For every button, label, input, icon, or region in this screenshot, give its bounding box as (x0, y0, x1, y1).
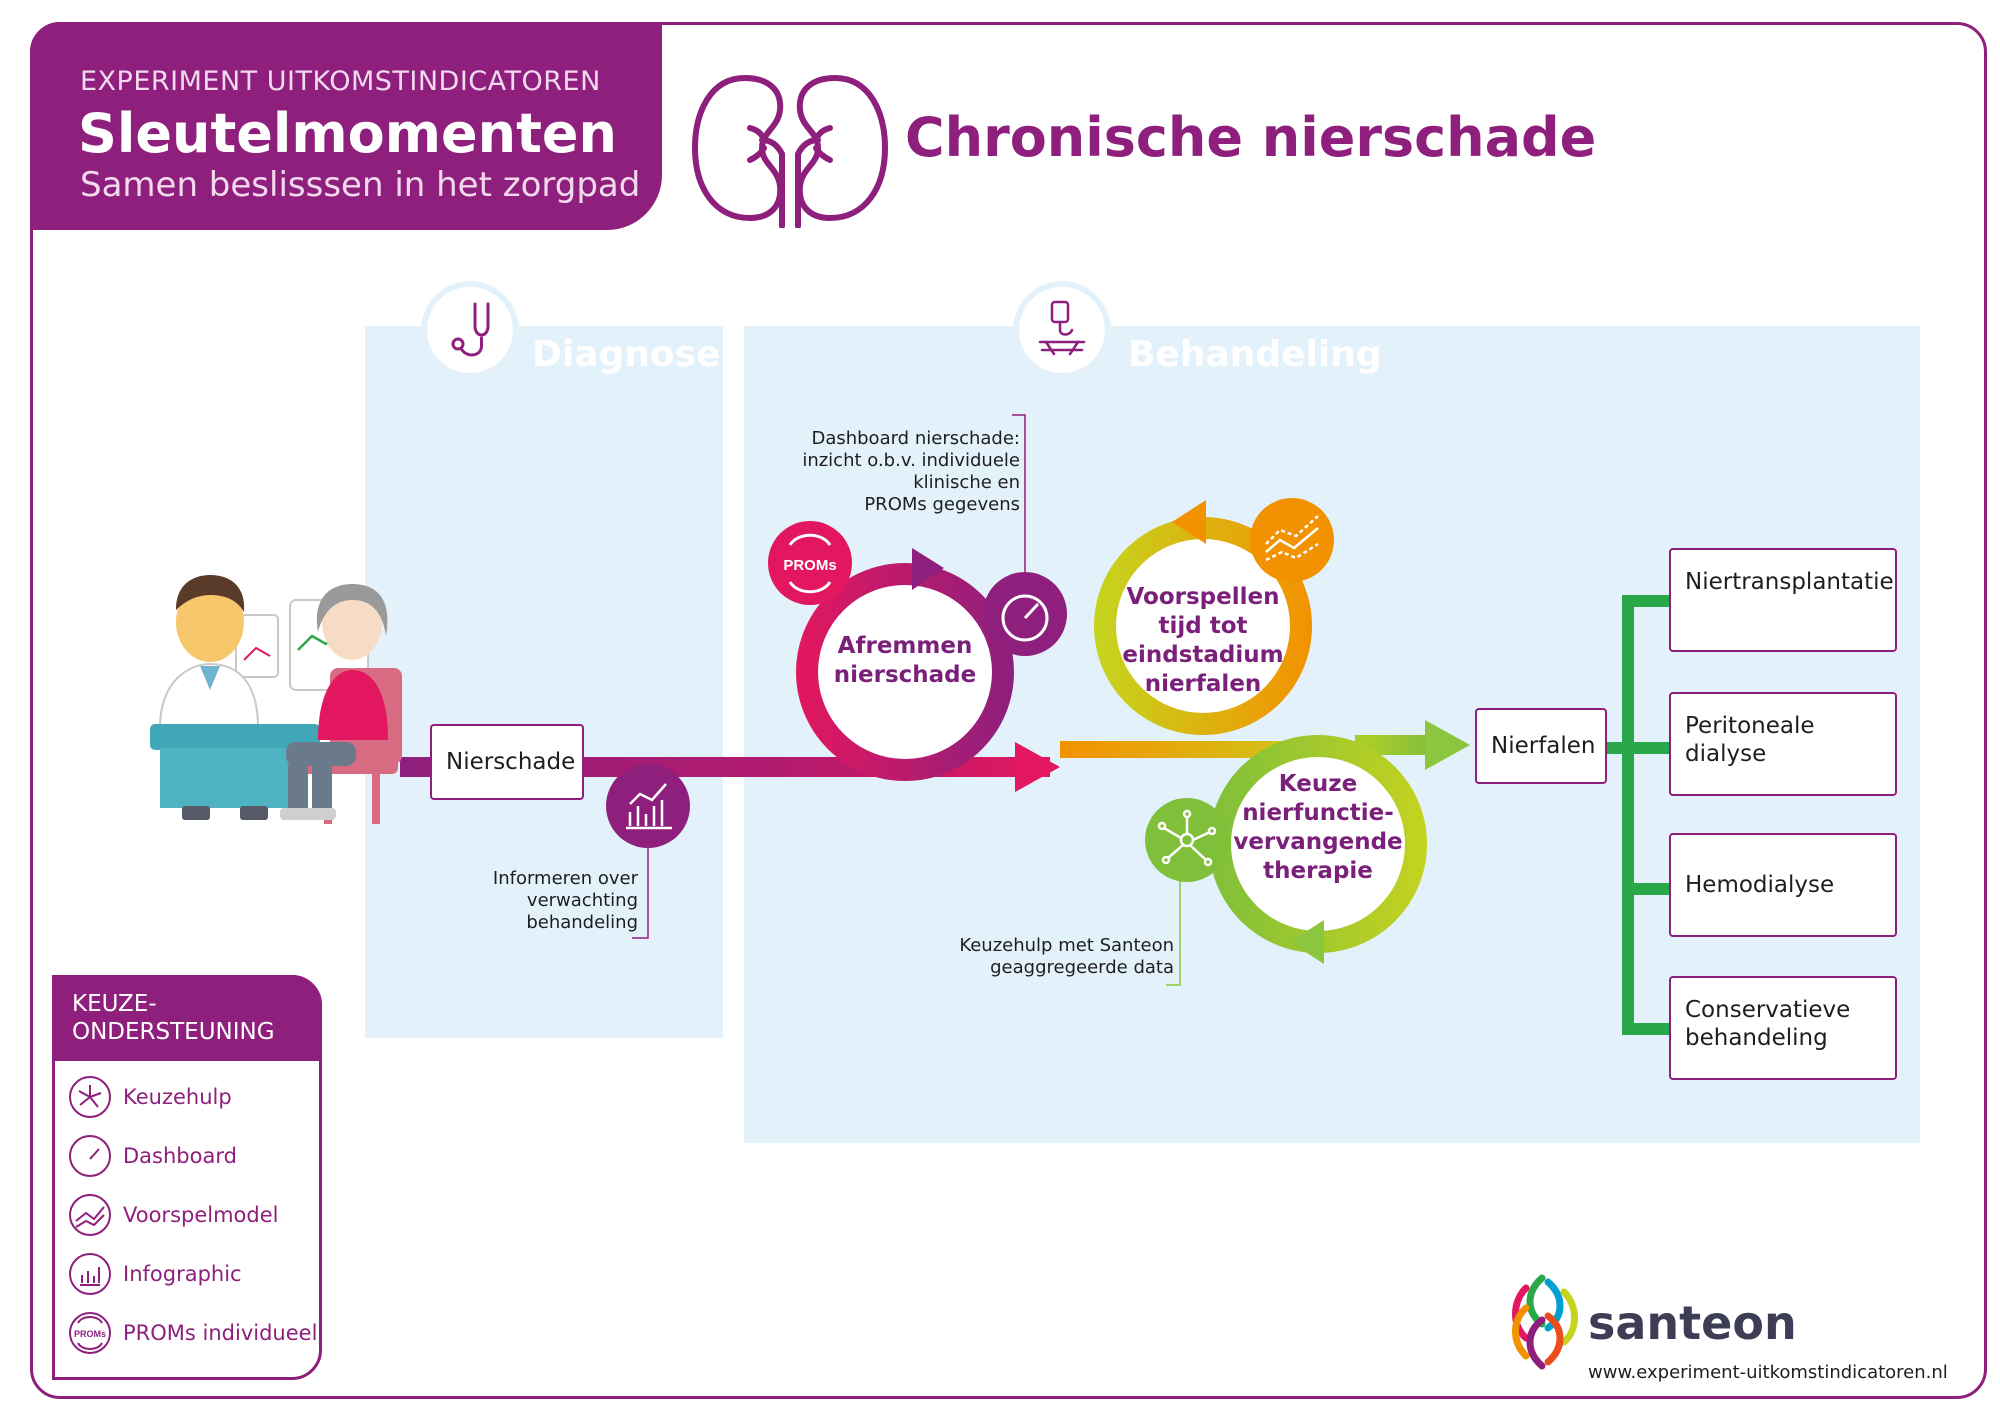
callout-line-dashboard (1012, 414, 1026, 578)
phase-diagnose-area (365, 326, 723, 1038)
brand-name: santeon (1588, 1296, 1797, 1350)
pathway-arrow-green (1425, 720, 1470, 770)
legend-proms-icon (69, 1312, 111, 1354)
header-subtitle: Samen beslisssen in het zorgpad (80, 165, 641, 205)
node-nierschade: Nierschade (430, 724, 584, 800)
brand-url: www.experiment-uitkomstindicatoren.nl (1588, 1362, 1948, 1383)
branch-niertransplantatie (1622, 595, 1669, 607)
legend-header (52, 975, 322, 1061)
main-title: Chronische nierschade (905, 106, 1597, 169)
outcome-peritoneale-dialyse: Peritoneale dialyse (1669, 692, 1897, 796)
cycle-arrow-voorspellen (1172, 500, 1206, 544)
header-title: Sleutelmomenten (78, 102, 617, 165)
legend-infographic-icon (69, 1253, 111, 1295)
proms-arrow-bottom-icon (788, 581, 832, 594)
node-nierfalen: Nierfalen (1475, 708, 1607, 784)
infographic-chart-icon (626, 783, 672, 830)
note-dashboard: Dashboard nierschade: inzicht o.b.v. ind… (802, 428, 1020, 515)
phase-label-diagnose: Diagnose (532, 334, 721, 375)
legend-item-dashboard: Dashboard (123, 1144, 237, 1168)
legend-proms-icon-label: PROMs (74, 1329, 106, 1339)
outcome-hemodialyse: Hemodialyse (1669, 833, 1897, 937)
legend-item-voorspelmodel: Voorspelmodel (123, 1203, 279, 1227)
voorspel-badge-icon (1250, 498, 1334, 582)
pathway-arrow-magenta (1015, 742, 1060, 792)
legend-icons: PROMs (69, 1076, 111, 1354)
branch-conservatieve (1622, 1023, 1669, 1035)
proms-arrow-top-icon (788, 533, 832, 546)
legend-dashboard-icon (69, 1135, 111, 1177)
legend-title: KEUZE- ONDERSTEUNING (72, 991, 275, 1045)
outer-frame (30, 22, 1987, 1399)
iv-bed-icon (1013, 281, 1111, 379)
gauge-icon (1001, 594, 1049, 642)
doctor-patient-illustration (150, 575, 402, 824)
santeon-logo-icon (1512, 1274, 1578, 1370)
phase-label-behandeling: Behandeling (1128, 334, 1382, 375)
legend-keuzehulp-icon (69, 1076, 111, 1118)
legend-voorspelmodel-icon (69, 1194, 111, 1236)
infographic-badge-icon (606, 764, 690, 848)
header-tab (30, 22, 662, 230)
proms-badge-icon (768, 521, 852, 605)
cycle-arrow-afremmen (912, 548, 944, 590)
legend-item-proms-individueel: PROMs individueel (123, 1321, 318, 1345)
outcome-niertransplantatie: Niertransplantatie (1669, 548, 1897, 652)
pathway-line-green (1355, 735, 1435, 755)
cycle-label-keuze: Keuze nierfunctie- vervangende therapie (1233, 771, 1403, 884)
branch-peritoneale-dialyse (1622, 742, 1669, 754)
decision-network-icon (1157, 809, 1217, 867)
note-informeren: Informeren over verwachting behandeling (492, 868, 638, 933)
legend-item-keuzehulp: Keuzehulp (123, 1085, 232, 1109)
kidney-icon (691, 74, 889, 228)
legend-item-infographic: Infographic (123, 1262, 242, 1286)
branch-trunk (1622, 595, 1634, 1035)
callout-line-informeren (632, 845, 649, 939)
dashboard-badge-icon (983, 572, 1067, 656)
outcome-conservatieve-behandeling: Conservatieve behandeling (1669, 976, 1897, 1080)
proms-badge-label: PROMs (783, 557, 836, 574)
callout-line-keuzehulp (1166, 877, 1181, 986)
stethoscope-icon (421, 281, 519, 379)
cycle-label-voorspellen: Voorspellen tijd tot eindstadium nierfal… (1122, 584, 1284, 697)
prediction-lines-icon (1265, 515, 1319, 562)
header-kicker: EXPERIMENT UITKOMSTINDICATOREN (80, 66, 601, 97)
branch-hemodialyse (1622, 883, 1669, 895)
cycle-label-afremmen: Afremmen nierschade (833, 633, 977, 688)
note-keuzehulp: Keuzehulp met Santeon geaggregeerde data (959, 935, 1174, 978)
cycle-ring-afremmen (796, 563, 1014, 781)
cycle-arrow-keuze (1290, 920, 1324, 964)
legend-box (52, 975, 322, 1380)
keuzehulp-badge-icon (1145, 798, 1229, 882)
